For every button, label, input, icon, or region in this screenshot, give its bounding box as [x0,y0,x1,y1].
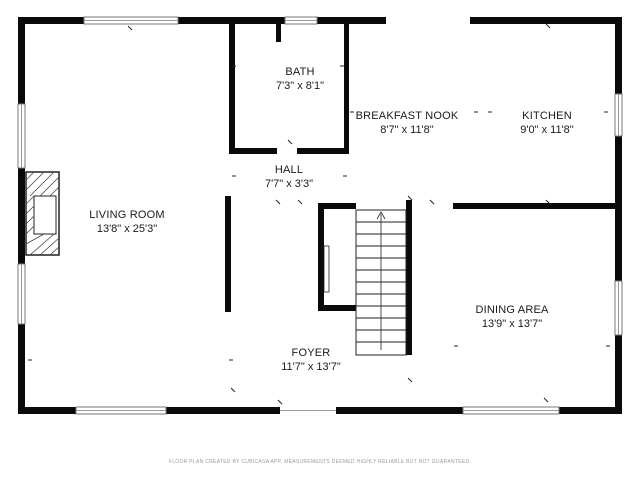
fireplace [25,171,60,256]
room-label-living-room: LIVING ROOM 13'8" x 25'3" [89,208,165,236]
room-dimensions: 9'0" x 11'8" [520,124,574,136]
windows [17,16,623,415]
room-dimensions: 13'8" x 25'3" [96,223,158,235]
room-dimensions: 11'7" x 13'7" [281,361,341,373]
stair-direction-arrow [376,211,386,350]
closet-shelf [323,245,330,293]
door-openings [280,16,470,415]
interior-walls [225,24,615,355]
staircase [355,209,407,356]
room-name: LIVING ROOM [89,209,165,221]
room-label-dining-area: DINING AREA 13'9" x 13'7" [475,303,548,331]
dimension-markers [28,23,610,405]
disclaimer-footer: FLOOR PLAN CREATED BY CUBICASA APP. MEAS… [168,459,472,465]
room-label-hall: HALL 7'7" x 3'3" [265,163,313,191]
room-dimensions: 13'9" x 13'7" [481,318,543,330]
room-name: KITCHEN [522,110,572,122]
room-label-breakfast-nook: BREAKFAST NOOK 8'7" x 11'8" [356,109,459,137]
room-dimensions: 7'7" x 3'3" [264,178,314,190]
room-dimensions: 8'7" x 11'8" [380,124,434,136]
room-dimensions: 7'3" x 8'1" [275,80,325,92]
room-label-bath: BATH 7'3" x 8'1" [276,65,324,93]
room-label-foyer: FOYER 11'7" x 13'7" [281,346,341,374]
room-name: BREAKFAST NOOK [355,110,459,122]
room-name: FOYER [291,347,331,359]
room-name: HALL [274,164,304,176]
room-label-kitchen: KITCHEN 9'0" x 11'8" [520,109,573,137]
room-name: DINING AREA [475,304,549,316]
room-name: BATH [285,66,315,78]
